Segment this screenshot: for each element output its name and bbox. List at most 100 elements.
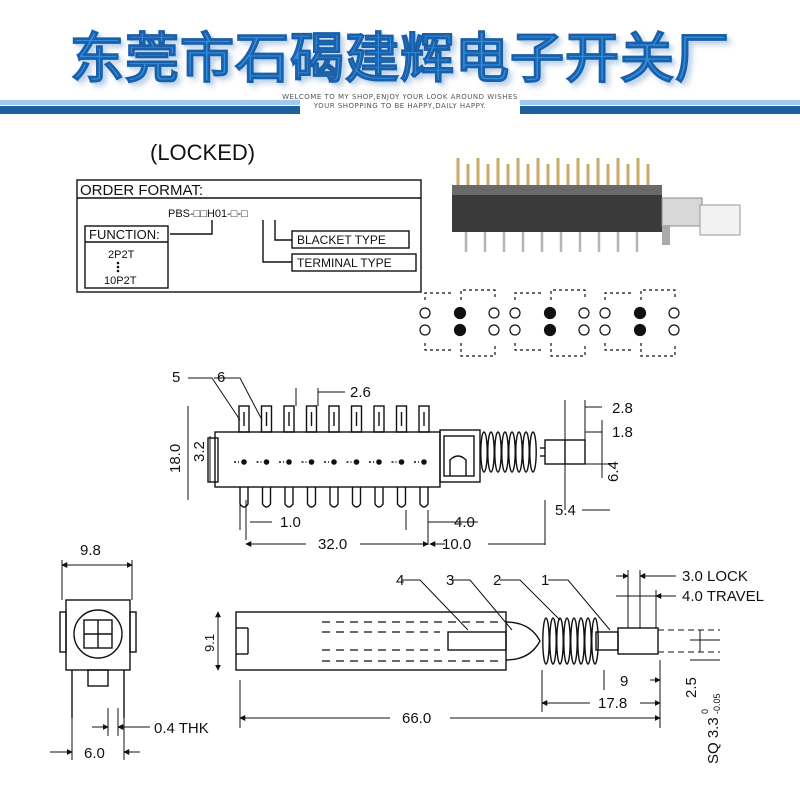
right-stripe-light [520, 100, 800, 105]
shop-header: 东莞市石碣建辉电子开关厂 WELCOME TO MY SHOP,ENJOY YO… [0, 0, 800, 118]
dim-6-0: 6.0 [84, 745, 105, 762]
side-view [215, 570, 720, 728]
contact-link [640, 289, 676, 300]
contact-group [419, 289, 500, 357]
contact-link [514, 292, 543, 300]
top-label-6: 6 [217, 369, 225, 386]
side-label-2: 2 [493, 572, 501, 589]
dim-3-2: 3.2 [191, 441, 208, 462]
spring-coil [577, 617, 585, 665]
contact-open [419, 307, 431, 319]
function-label: FUNCTION: [89, 227, 160, 242]
company-title: 东莞市石碣建辉电子开关厂 [70, 27, 730, 91]
contact-link [460, 343, 496, 357]
contact-closed [543, 306, 557, 320]
terminal-top [350, 405, 363, 433]
terminal-dot [421, 459, 427, 465]
contact-open [599, 324, 611, 336]
terminal-type-label: TERMINAL TYPE [297, 256, 392, 270]
dim-4-0: 4.0 [454, 514, 475, 531]
terminal-bottom [351, 487, 362, 508]
contact-diagram [419, 289, 680, 357]
contact-group [509, 289, 590, 357]
contact-open [488, 307, 500, 319]
spring-coil [563, 617, 571, 665]
end-view [50, 560, 150, 760]
contact-open [509, 307, 521, 319]
contact-link [550, 289, 586, 300]
contact-open [668, 307, 680, 319]
right-stripe-dark [520, 106, 800, 114]
spring-coil [494, 431, 502, 473]
contact-open [578, 307, 590, 319]
terminal-bottom [284, 487, 294, 508]
terminal-bottom [374, 487, 384, 508]
terminal-top [395, 405, 408, 433]
contact-link [424, 292, 453, 300]
order-format-box [76, 179, 422, 293]
contact-open [419, 324, 431, 336]
dim-6-4: 6.4 [605, 461, 622, 482]
spring-coil [584, 617, 592, 665]
spring-coil [529, 431, 537, 473]
sq-tol-lower: -0.05 [712, 693, 722, 714]
contact-group [599, 289, 680, 357]
contact-link [460, 289, 496, 300]
contact-open [509, 324, 521, 336]
spring-coil [508, 431, 516, 473]
terminal-bottom [396, 487, 407, 508]
tagline-line-2: YOUR SHOPPING TO BE HAPPY,DAILY HAPPY. [313, 102, 487, 110]
terminal-top [418, 405, 430, 433]
terminal-bottom [329, 487, 339, 508]
spring-coil [522, 431, 530, 473]
terminal-dot [398, 459, 405, 465]
terminal-dot [376, 459, 382, 465]
terminal-dot [308, 459, 315, 465]
function-last: 10P2T [104, 275, 137, 287]
terminal-dot [331, 459, 337, 465]
side-label-4: 4 [396, 572, 404, 589]
dim-9-1: 9.1 [202, 634, 217, 652]
tagline-line-1: WELCOME TO MY SHOP,ENJOY YOUR LOOK AROUN… [282, 93, 518, 101]
dim-32-0: 32.0 [318, 536, 347, 553]
contact-closed [633, 323, 647, 337]
spring-coil [480, 431, 488, 473]
contact-link [550, 343, 586, 357]
contact-open [488, 324, 500, 336]
locked-title: (LOCKED) [150, 140, 255, 165]
terminal-bottom [419, 487, 429, 508]
dim-2-5: 2.5 [683, 677, 700, 698]
dim-2-8: 2.8 [612, 400, 633, 417]
terminal-dot [241, 459, 247, 465]
contact-closed [543, 323, 557, 337]
dim-sq-3-3: SQ 3.3 0 -0.05 [700, 693, 722, 764]
contact-closed [453, 323, 467, 337]
dim-9: 9 [620, 673, 628, 690]
dim-18-0: 18.0 [167, 444, 184, 473]
terminal-bottom [261, 487, 272, 508]
contact-closed [453, 306, 467, 320]
spring-coil [501, 431, 509, 473]
sq-main: SQ 3.3 [705, 717, 722, 764]
left-stripe-light [0, 100, 300, 105]
sq-tol-upper: 0 [700, 709, 710, 714]
terminal-top [283, 405, 295, 433]
dim-10-0: 10.0 [442, 536, 471, 553]
dim-17-8: 17.8 [598, 695, 627, 712]
contact-link [604, 292, 633, 300]
side-label-1: 1 [541, 572, 549, 589]
terminal-top [328, 405, 340, 433]
shop-tagline: WELCOME TO MY SHOP,ENJOY YOUR LOOK AROUN… [0, 93, 800, 111]
dim-66-0: 66.0 [402, 710, 431, 727]
side-label-3: 3 [446, 572, 454, 589]
switch-photo [452, 158, 741, 252]
terminal-bottom [306, 487, 317, 508]
terminal-dot [263, 459, 270, 465]
dim-0-4-thk: 0.4 THK [154, 720, 209, 737]
bracket-type-label: BLACKET TYPE [297, 233, 386, 247]
dim-1-8: 1.8 [612, 424, 633, 441]
contact-open [599, 307, 611, 319]
terminal-bottom [239, 487, 249, 508]
spring-coil [515, 431, 523, 473]
